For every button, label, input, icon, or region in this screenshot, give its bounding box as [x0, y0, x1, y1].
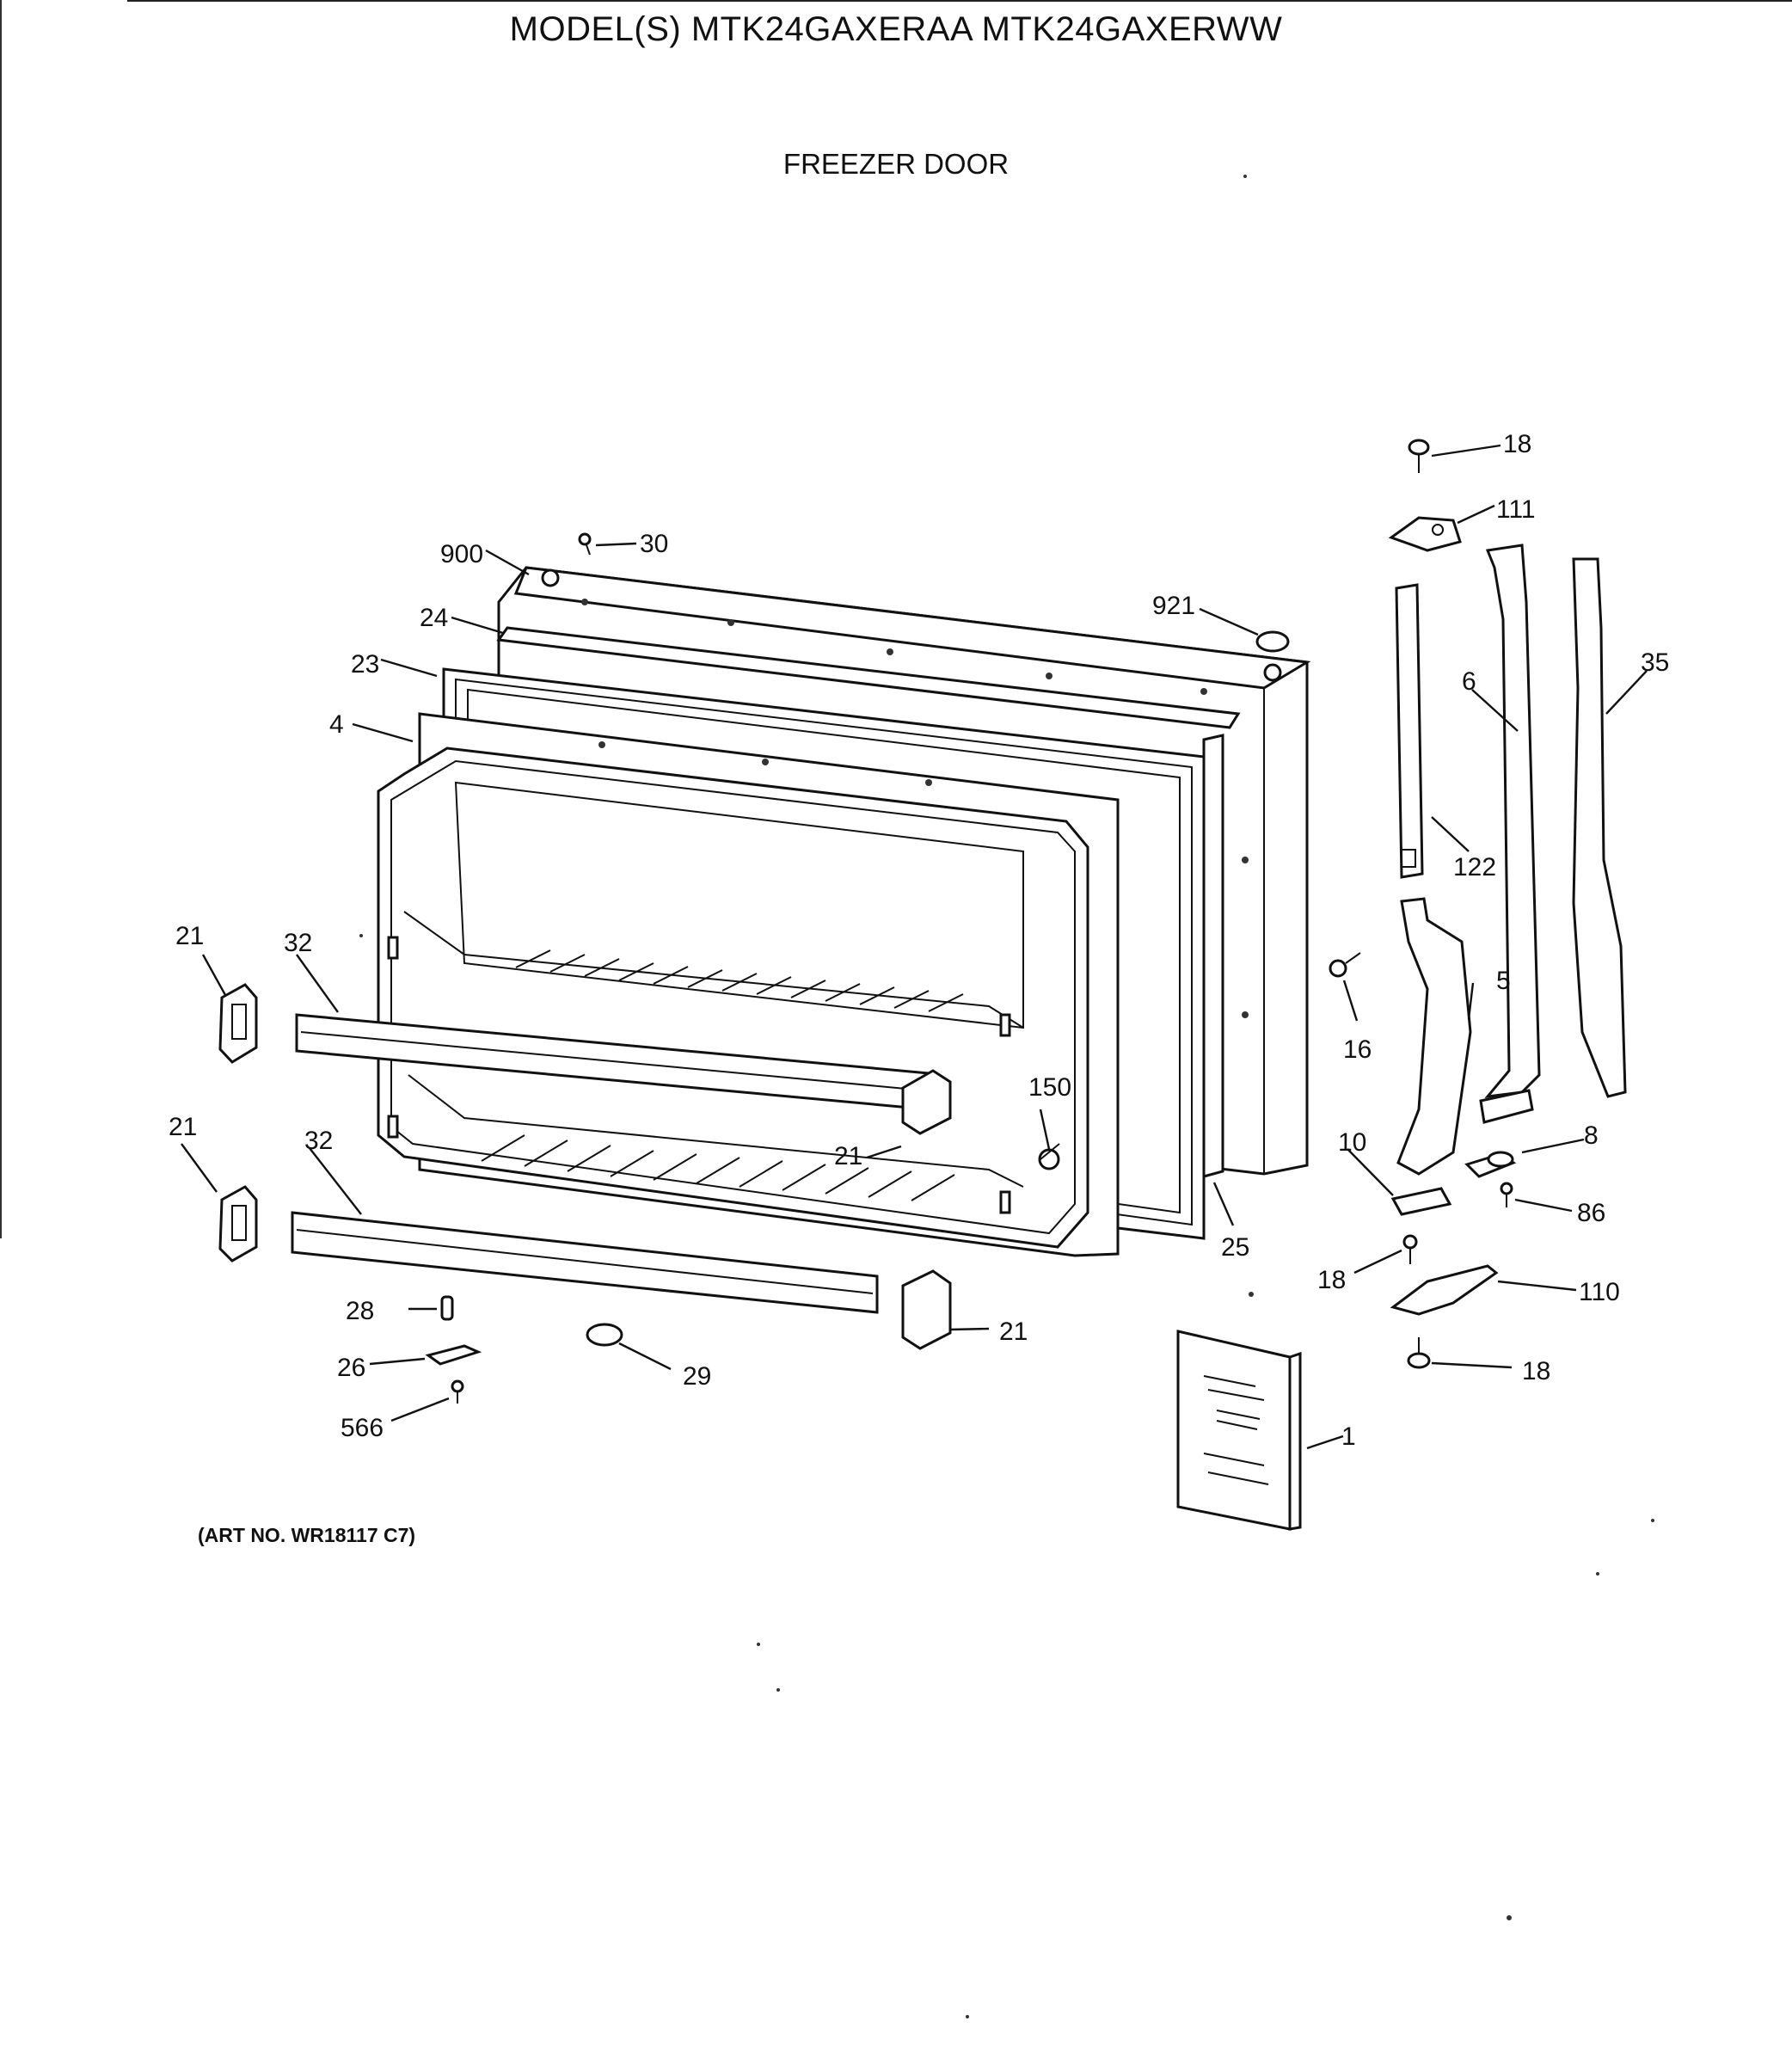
- callout-18-top: 18: [1503, 430, 1531, 458]
- hinge-bracket-122: [1395, 583, 1424, 879]
- leader-lines: [181, 444, 1648, 1450]
- plug-29: [586, 1323, 623, 1347]
- callout-35: 35: [1641, 648, 1669, 677]
- callout-21-upper-left: 21: [175, 922, 204, 950]
- callout-24: 24: [420, 604, 448, 632]
- callout-1: 1: [1341, 1422, 1356, 1451]
- literature-booklet: [1176, 1330, 1302, 1531]
- callout-32-upper: 32: [284, 929, 312, 957]
- screw-18-bottom: [1407, 1337, 1431, 1369]
- left-border-rule: [0, 0, 2, 1238]
- shelf-end-cap-upper-right: [901, 1069, 952, 1135]
- model-title: MODEL(S) MTK24GAXERAA MTK24GAXERWW: [509, 10, 1283, 48]
- callout-28: 28: [346, 1297, 374, 1325]
- callout-566: 566: [341, 1414, 384, 1442]
- callout-21-upper-right: 21: [834, 1142, 862, 1170]
- callout-86: 86: [1577, 1199, 1605, 1227]
- callout-18-mid: 18: [1317, 1266, 1346, 1294]
- trim-strip-35: [1572, 557, 1627, 1098]
- shelf-end-cap-lower-right: [901, 1269, 952, 1350]
- top-hinge-screw: [1408, 439, 1430, 473]
- hinge-cover-5: [1396, 897, 1472, 1176]
- top-hinge: [1388, 516, 1462, 552]
- callout-18-bottom: 18: [1522, 1357, 1550, 1385]
- callout-921: 921: [1152, 592, 1195, 620]
- shelf-end-cap-upper-left: [218, 983, 258, 1064]
- hinge-arm-6: [1479, 544, 1541, 1124]
- washer-8: [1464, 1151, 1517, 1178]
- callout-110: 110: [1579, 1278, 1620, 1306]
- callout-32-lower: 32: [304, 1127, 333, 1155]
- lower-shelf-bar: [291, 1211, 879, 1314]
- callout-29: 29: [683, 1362, 711, 1391]
- screw-16: [1329, 952, 1361, 978]
- art-number: (ART NO. WR18117 C7): [198, 1524, 416, 1546]
- screw-18-mid: [1402, 1234, 1418, 1264]
- callout-25: 25: [1221, 1233, 1249, 1262]
- callout-4: 4: [329, 710, 344, 739]
- callout-8: 8: [1584, 1121, 1599, 1150]
- callout-26: 26: [337, 1354, 365, 1382]
- callout-16: 16: [1343, 1035, 1372, 1064]
- screw-566: [451, 1379, 464, 1404]
- callout-122: 122: [1453, 853, 1496, 882]
- top-border-rule: [127, 0, 1792, 2]
- shelf-end-cap-lower-left: [218, 1185, 258, 1262]
- callout-5: 5: [1496, 967, 1511, 995]
- callout-900: 900: [440, 540, 483, 568]
- screw-86: [1500, 1182, 1513, 1207]
- callout-21-lower-right: 21: [999, 1318, 1028, 1346]
- callout-21-lower-left: 21: [169, 1113, 197, 1141]
- stop-10: [1390, 1187, 1452, 1216]
- hinge-cap: [1255, 630, 1290, 653]
- screw-30: [578, 532, 592, 556]
- section-title: FREEZER DOOR: [782, 148, 1010, 180]
- side-seal-strip: [1202, 734, 1224, 1178]
- callout-10: 10: [1338, 1128, 1366, 1157]
- callout-30: 30: [640, 530, 668, 558]
- callout-6: 6: [1462, 667, 1476, 696]
- callout-labels: 18 111 30 900 921 24 23 6 35 4 122 21 32…: [169, 430, 1669, 1451]
- top-seal-strip: [496, 626, 1241, 729]
- scan-specks: [359, 175, 1654, 2018]
- screw-28: [440, 1295, 454, 1321]
- bottom-hinge-110: [1390, 1264, 1499, 1316]
- bracket-26: [425, 1344, 482, 1366]
- callout-150: 150: [1028, 1073, 1071, 1102]
- callout-111: 111: [1496, 495, 1536, 524]
- callout-23: 23: [351, 650, 379, 679]
- plug-button: [1038, 1143, 1060, 1170]
